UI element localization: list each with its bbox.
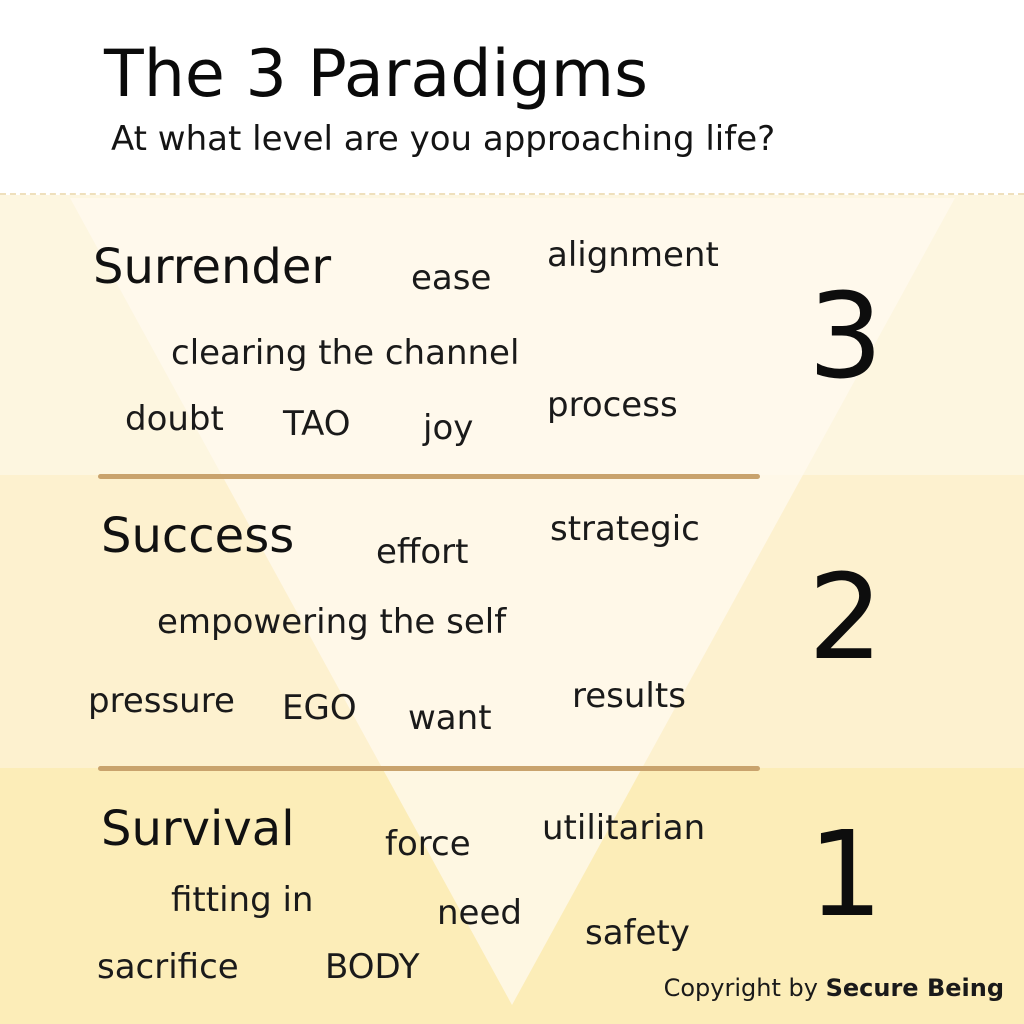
level-3-word: TAO: [283, 404, 351, 444]
level-3-word: doubt: [125, 399, 224, 439]
level-3-word: joy: [423, 408, 474, 448]
level-2-word: effort: [376, 532, 469, 572]
level-1-number: 1: [808, 805, 884, 943]
level-2-word: strategic: [550, 509, 700, 549]
level-2-word: want: [408, 698, 492, 738]
level-1-word: sacrifice: [97, 947, 239, 987]
divider-success-survival: [98, 766, 760, 771]
page-subtitle: At what level are you approaching life?: [111, 119, 776, 159]
divider-surrender-success: [98, 474, 760, 479]
level-1-name: Survival: [101, 801, 295, 857]
level-1-word: need: [437, 893, 522, 933]
level-1-word: fitting in: [171, 880, 314, 920]
level-2-word: EGO: [282, 688, 357, 728]
copyright-prefix: Copyright by: [663, 974, 818, 1002]
level-1-word: utilitarian: [542, 808, 706, 848]
level-3-word: ease: [411, 258, 492, 298]
level-1-word: force: [385, 824, 471, 864]
level-2-name: Success: [101, 508, 295, 564]
page-title: The 3 Paradigms: [104, 37, 648, 112]
level-3-number: 3: [808, 267, 884, 405]
level-2-word: results: [572, 676, 686, 716]
copyright-brand: Secure Being: [825, 974, 1004, 1002]
level-1-word: safety: [585, 913, 690, 953]
level-2-word: pressure: [88, 681, 235, 721]
level-1-word: BODY: [325, 947, 420, 987]
level-3-word: clearing the channel: [171, 333, 520, 373]
level-2-word: empowering the self: [157, 602, 507, 642]
level-3-word: process: [547, 385, 678, 425]
level-3-word: alignment: [547, 235, 719, 275]
level-3-name: Surrender: [93, 239, 332, 295]
copyright-notice: Copyright by Secure Being: [664, 976, 1004, 1000]
header-dashed-separator: [0, 193, 1024, 195]
level-2-number: 2: [808, 548, 884, 686]
